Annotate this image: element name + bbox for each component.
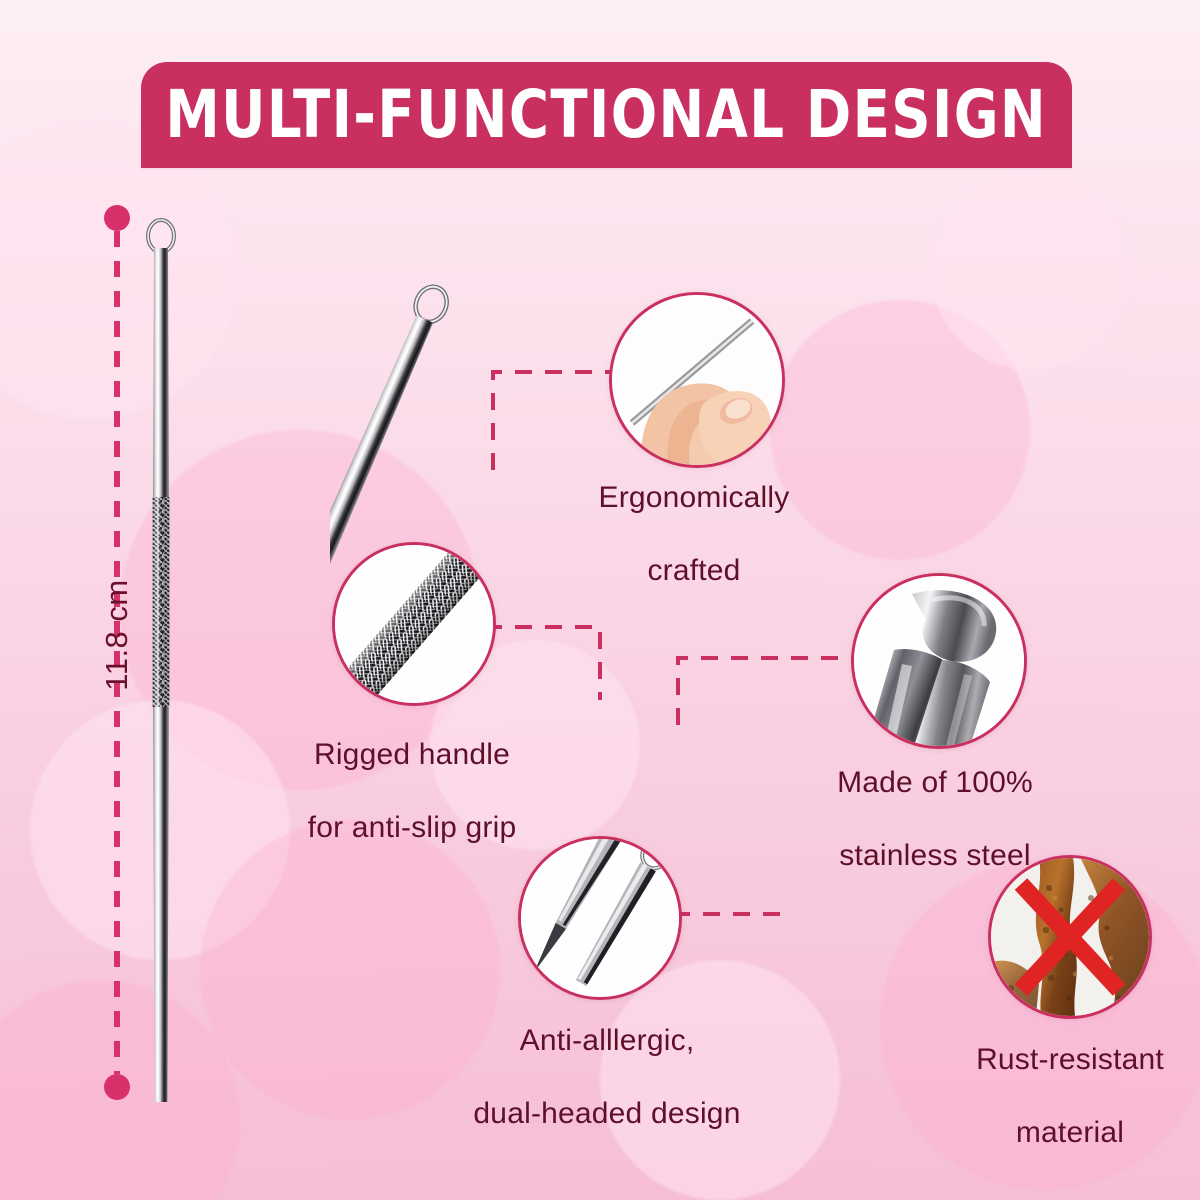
callout-stainless-steel-label: Made of 100% stainless steel bbox=[775, 728, 1095, 874]
rusty-metal-icon bbox=[991, 858, 1149, 1016]
callout-rigged-handle-line1: Rigged handle bbox=[313, 737, 511, 771]
measurement-label: 11.8 cm bbox=[99, 579, 134, 691]
callout-ergonomic-line1: Ergonomically bbox=[598, 480, 790, 514]
callout-stainless-steel-line1: Made of 100% bbox=[837, 765, 1033, 799]
dual-head-tips-icon bbox=[521, 839, 679, 997]
callout-dual-headed-line1: Anti-alllergic, bbox=[519, 1023, 695, 1057]
callout-ergonomic-line2: crafted bbox=[647, 553, 741, 587]
bokeh-circle bbox=[200, 820, 500, 1120]
stainless-steel-roll-icon bbox=[854, 576, 1024, 746]
callout-dual-headed-label: Anti-alllergic, dual-headed design bbox=[437, 986, 777, 1132]
measurement-dashed-line bbox=[114, 231, 120, 1074]
hand-holding-tool-icon bbox=[612, 295, 782, 465]
bokeh-circle bbox=[0, 120, 240, 420]
callout-dual-headed-line2: dual-headed design bbox=[473, 1096, 741, 1130]
callout-rust-resistant-circle bbox=[988, 855, 1152, 1019]
bokeh-circle bbox=[600, 960, 840, 1200]
callout-ergonomic-circle bbox=[609, 292, 785, 468]
measurement-dot-top bbox=[104, 205, 130, 231]
knurled-handle-icon bbox=[335, 545, 493, 703]
measurement-label-wrap: 11.8 cm bbox=[94, 505, 140, 765]
callout-ergonomic-label: Ergonomically crafted bbox=[534, 443, 854, 589]
callout-rust-resistant-line1: Rust-resistant bbox=[976, 1042, 1164, 1076]
measurement-ruler: 11.8 cm bbox=[99, 205, 134, 1100]
callout-rust-resistant-line2: material bbox=[1015, 1115, 1125, 1149]
header-banner-inner: MULTI-FUNCTIONAL DESIGN bbox=[141, 62, 1072, 168]
product-vertical-view bbox=[138, 212, 184, 1192]
callout-rigged-handle-label: Rigged handle for anti-slip grip bbox=[262, 700, 562, 846]
callout-rigged-handle-circle bbox=[332, 542, 496, 706]
bokeh-circle bbox=[930, 170, 1130, 370]
callout-dual-headed-circle bbox=[518, 836, 682, 1000]
callout-stainless-steel-circle bbox=[851, 573, 1027, 749]
callout-rust-resistant-label: Rust-resistant material bbox=[930, 1005, 1200, 1151]
page-title: MULTI-FUNCTIONAL DESIGN bbox=[165, 76, 1048, 153]
red-x-icon bbox=[1014, 878, 1126, 996]
header-banner: MULTI-FUNCTIONAL DESIGN bbox=[141, 62, 1072, 168]
measurement-dot-bottom bbox=[104, 1074, 130, 1100]
callout-rigged-handle-line2: for anti-slip grip bbox=[307, 810, 517, 844]
